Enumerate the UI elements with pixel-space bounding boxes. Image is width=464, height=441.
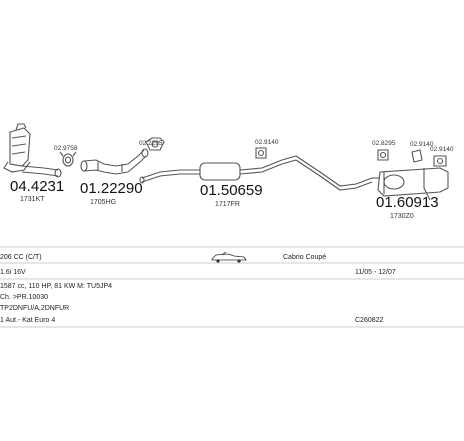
- spec-table: 206 CC (C/T) Cabrio Coupé 1.6i 16V 11/05…: [0, 246, 464, 328]
- accessory-label-5: 02.9140: [410, 141, 434, 148]
- spec-model: 206 CC (C/T): [0, 254, 42, 261]
- spec-years: 11/05 - 12/07: [355, 269, 396, 276]
- rubber-mount-accessory-5: [411, 149, 423, 163]
- spec-codes: TP2DNFU/A,2DNFUR: [0, 305, 69, 312]
- accessory-label-1: 02.9758: [54, 145, 78, 152]
- part-catalytic-converter: [3, 123, 62, 178]
- hanger-accessory-3: [255, 147, 267, 159]
- oem-code-1: 1731KT: [20, 196, 45, 203]
- spec-chassis: Ch. >PR.10030: [0, 294, 48, 301]
- spec-transmission: 1 Aut.- Kat Euro 4: [0, 317, 55, 324]
- part-number-4: 01.60913: [376, 194, 439, 211]
- spec-engine-details: 1587 cc, 110 HP, 81 KW M: TU5JP4: [0, 283, 112, 290]
- gasket-accessory-2: [145, 137, 165, 151]
- part-number-1: 04.4231: [10, 178, 64, 195]
- part-middle-silencer: [139, 155, 373, 191]
- oem-code-3: 1717FR: [215, 201, 240, 208]
- rubber-mount-accessory-4: [377, 149, 389, 161]
- part-number-3: 01.50659: [200, 182, 263, 199]
- spec-engine: 1.6i 16V: [0, 269, 26, 276]
- part-rear-silencer: [372, 167, 449, 201]
- oem-code-4: 1730Z0: [390, 213, 414, 220]
- part-front-pipe: [80, 148, 149, 175]
- oem-code-2: 1705HG: [90, 199, 116, 206]
- clamp-accessory-6: [433, 155, 447, 167]
- accessory-label-6: 02.9140: [430, 146, 454, 153]
- part-number-2: 01.22290: [80, 180, 143, 197]
- spec-body-type: Cabrio Coupé: [283, 254, 326, 261]
- car-body-icon: [211, 251, 247, 263]
- accessory-label-2: 02.2295: [139, 140, 163, 147]
- accessory-label-3: 02.9140: [255, 139, 279, 146]
- clamp-accessory-1: [59, 151, 77, 167]
- spec-catalogue-number: C260822: [355, 317, 384, 324]
- accessory-label-4: 02.8295: [372, 140, 396, 147]
